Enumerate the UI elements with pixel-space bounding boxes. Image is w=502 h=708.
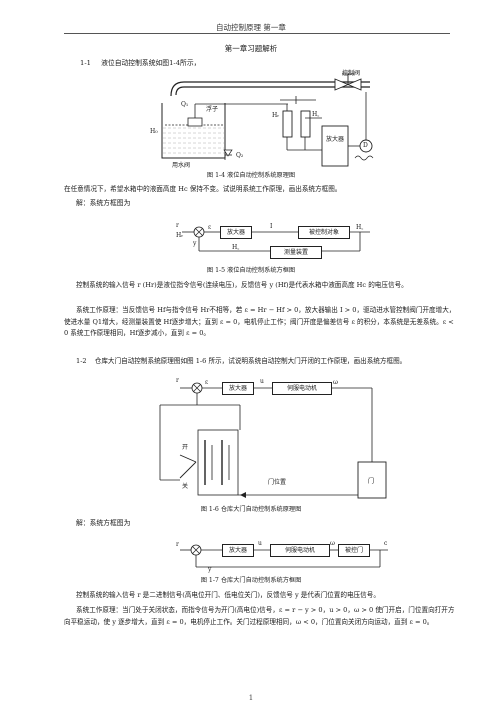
fig6-close-label: 关 — [182, 483, 189, 490]
fig7-output-c: c — [384, 540, 388, 547]
output-hc: H꜀ — [356, 224, 364, 231]
solution-label-2: 解：系统方框图为 — [76, 519, 131, 527]
fig7-door-block: 被控门 — [338, 544, 370, 557]
problem-1-2-text2: 系统工作原理：当门处于关闭状态，而指令信号为开门(高电位)信号，ε = r − … — [64, 606, 455, 626]
fig6-door: 门 — [368, 478, 375, 485]
fig6-omega: ω — [333, 379, 338, 386]
problem-1-1-text2: 系统工作原理：当反馈信号 Hf与指令信号 Hr不相等，若 ε = Hr − Hf… — [64, 306, 456, 337]
page-number: 1 — [248, 694, 254, 702]
q1-label: Q₁ — [181, 101, 189, 108]
fig6-open-label: 开 — [182, 444, 189, 451]
signal-i: I — [270, 223, 273, 230]
amplifier-label: 放大器 — [326, 136, 345, 143]
feedback-y: y — [193, 240, 197, 247]
feedback-hf: H꜀ — [232, 244, 240, 251]
fig6-u: u — [260, 378, 264, 385]
problem-2-statement: 仓库大门自动控制系统原理图如图 1-6 所示，试说明系统自动控制大门开闭的工作原… — [94, 357, 407, 365]
sensor-block: 测量装置 — [270, 246, 322, 259]
problem-1-1-text1: 控制系统的输入信号 r (Hr)是液位指令信号(连续电压)，反馈信号 y (Hf… — [76, 281, 408, 289]
figure-1-6-caption: 图 1-6 仓库大门自动控制系统原理图 — [200, 506, 302, 513]
q2-label: Q₂ — [236, 152, 244, 159]
outlet-valve-label: 用水阀 — [172, 162, 191, 169]
motor-label: D — [363, 142, 368, 149]
error-e: ε — [208, 224, 212, 231]
solution-label-1: 解：系统方框图为 — [76, 199, 131, 207]
figure-1-7-caption: 图 1-7 仓库大门自动控制系统方框图 — [200, 577, 302, 584]
fig6-error-e: ε — [205, 379, 209, 386]
h-label: H₀ — [150, 128, 158, 135]
amplifier-block: 放大器 — [220, 226, 252, 239]
page-header: 自动控制原理 第一章 — [216, 23, 286, 32]
fig7-feedback-y: y — [208, 566, 212, 573]
float-label: 浮子 — [206, 106, 219, 113]
figure-1-4-caption: 图 1-4 液位自动控制系统原理图 — [206, 172, 296, 179]
problem-1-1-line: 1-1 液位自动控制系统如图1-4所示， — [80, 58, 200, 69]
problem-number-2: 1-2 — [76, 357, 87, 365]
problem-1-2-statement: 1-2 仓库大门自动控制系统原理图如图 1-6 所示，试说明系统自动控制大门开闭… — [64, 356, 456, 368]
fig7-omega: ω — [330, 540, 335, 547]
fig7-u: u — [258, 540, 262, 547]
problem-1-2-text1: 控制系统的输入信号 r 是二进制信号(高电位开门、低电位关门)，反馈信号 y 是… — [76, 591, 380, 599]
input-r: r — [176, 222, 179, 229]
control-valve-label: 控制阀 — [342, 70, 361, 77]
fig6-motor-block: 伺服电动机 — [272, 382, 332, 395]
problem-statement: 液位自动控制系统如图1-4所示， — [101, 59, 201, 67]
fig6-input-r: r — [176, 377, 179, 384]
header-rule — [64, 33, 450, 34]
hc-label: H꜀ — [312, 111, 320, 118]
problem-number: 1-1 — [80, 59, 91, 67]
fig7-amplifier-block: 放大器 — [222, 544, 254, 557]
plant-block: 被控制对象 — [298, 226, 350, 239]
hr-label: Hᵣ — [272, 112, 280, 119]
figure-1-5-caption: 图 1-5 液位自动控制系统方框图 — [206, 267, 296, 274]
fig7-motor-block: 伺服电动机 — [270, 544, 330, 557]
problem-1-1-question: 在任意情况下，希望水箱中的液面高度 Hc 保持不变。试说明系统工作原理，画出系统… — [64, 185, 342, 193]
fig6-door-position: 门位置 — [268, 479, 287, 486]
fig7-input-r: r — [176, 541, 179, 548]
input-hr: Hᵣ — [176, 232, 184, 239]
section-title: 第一章习题解析 — [224, 44, 278, 53]
fig6-amplifier-block: 放大器 — [222, 382, 254, 395]
